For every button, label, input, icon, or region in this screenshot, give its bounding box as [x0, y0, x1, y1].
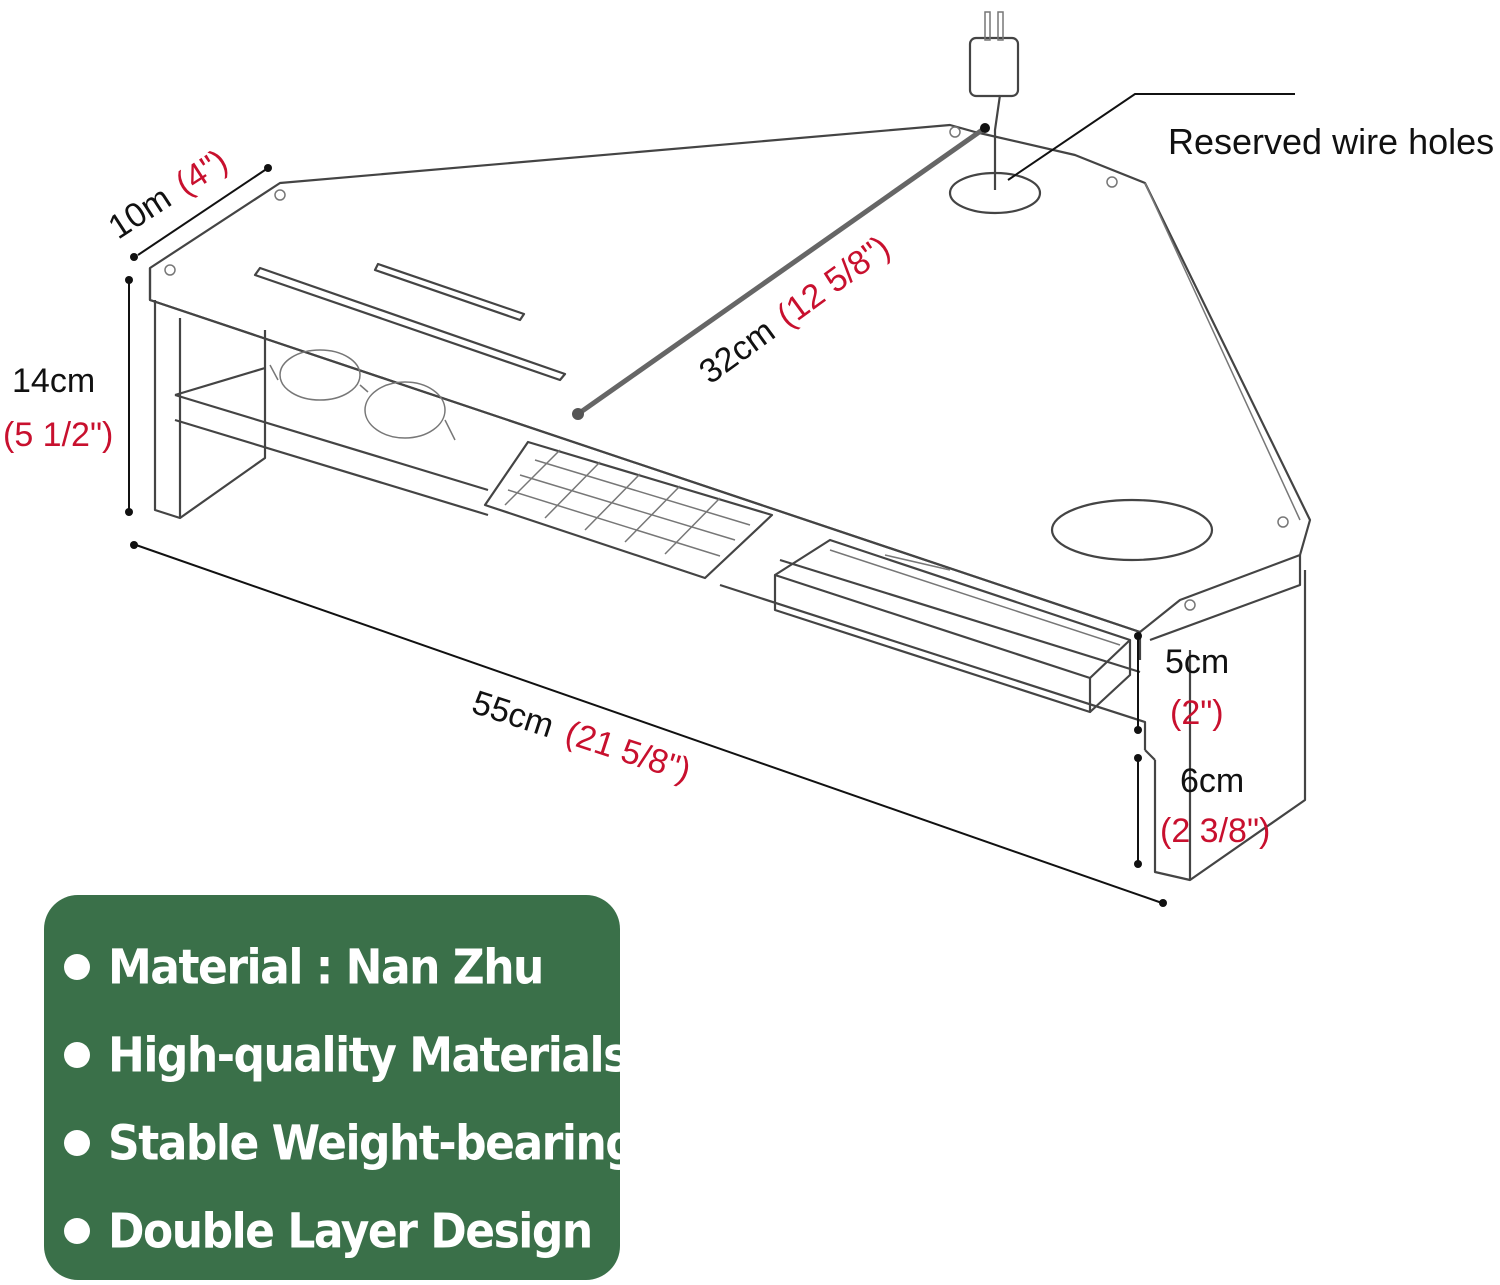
bullet-dot-icon: [64, 1218, 90, 1244]
monitor-stand-sketch: [148, 11, 1312, 882]
calculator-sketch: [483, 440, 774, 580]
leg-imperial: (2 3/8"): [1160, 812, 1270, 850]
feature-item: Double Layer Design: [44, 1187, 620, 1275]
feature-item: Material : Nan Zhu: [44, 923, 620, 1011]
wire-holes-callout: Reserved wire holes: [1168, 121, 1494, 162]
bullet-dot-icon: [64, 1042, 90, 1068]
feature-text: High-quality Materials: [108, 1026, 629, 1084]
power-plug-sketch: [968, 11, 1020, 98]
length-imperial: (21 5/8"): [561, 714, 696, 790]
drawer-sketch: [773, 538, 1132, 714]
height-imperial: (5 1/2"): [3, 416, 113, 454]
glasses-sketch: [269, 349, 456, 441]
depth-imperial: (4"): [169, 142, 235, 203]
bullet-dot-icon: [64, 954, 90, 980]
feature-item: High-quality Materials: [44, 1011, 629, 1099]
drawer-metric: 5cm: [1165, 643, 1229, 681]
feature-item: Stable Weight-bearing: [44, 1099, 637, 1187]
length-metric: 55cm: [468, 683, 559, 745]
drawer-imperial: (2"): [1170, 694, 1224, 732]
feature-text: Material : Nan Zhu: [108, 938, 544, 996]
feature-text: Double Layer Design: [108, 1202, 593, 1260]
depth-label: 10m (4"): [102, 142, 235, 247]
diagonal-imperial: (12 5/8"): [770, 228, 897, 335]
leg-metric: 6cm: [1180, 762, 1244, 800]
height-metric: 14cm: [12, 362, 95, 400]
bullet-dot-icon: [64, 1130, 90, 1156]
feature-list-panel: Material : Nan Zhu High-quality Material…: [44, 895, 637, 1280]
feature-text: Stable Weight-bearing: [108, 1114, 637, 1172]
dimension-lines: [125, 93, 1295, 907]
